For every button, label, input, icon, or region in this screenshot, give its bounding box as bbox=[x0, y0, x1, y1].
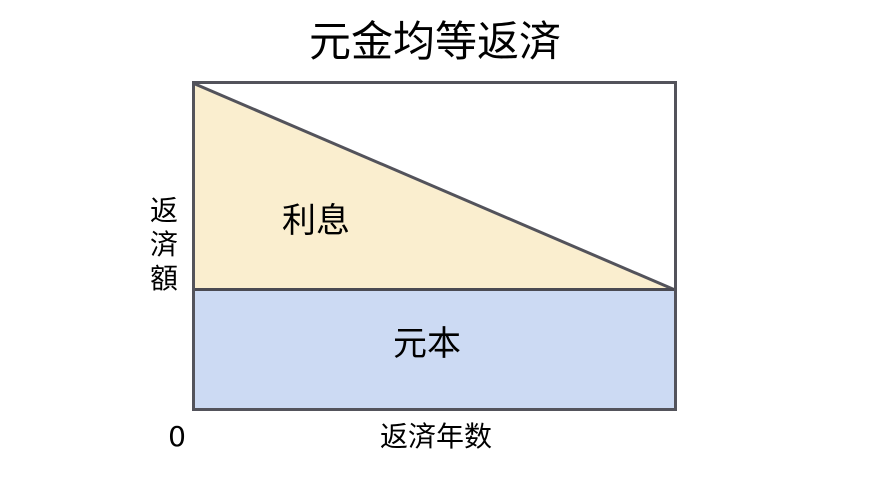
principal-area-shape bbox=[195, 289, 674, 408]
stacked-area-shapes bbox=[195, 84, 674, 408]
plot-inner bbox=[195, 84, 674, 408]
interest-region-label: 利息 bbox=[282, 201, 350, 241]
page-title: 元金均等返済 bbox=[308, 17, 561, 66]
origin-tick-label: 0 bbox=[168, 420, 186, 453]
y-axis-label: 返 済 額 bbox=[146, 194, 182, 296]
interest-boundary-line bbox=[195, 84, 674, 291]
y-axis-label-char-2: 済 bbox=[149, 228, 178, 261]
y-axis-label-char-3: 額 bbox=[149, 262, 178, 295]
y-axis-label-char-1: 返 bbox=[149, 194, 178, 227]
principal-region-label: 元本 bbox=[393, 324, 461, 364]
plot-area bbox=[192, 81, 677, 411]
x-axis-label: 返済年数 bbox=[379, 420, 492, 453]
